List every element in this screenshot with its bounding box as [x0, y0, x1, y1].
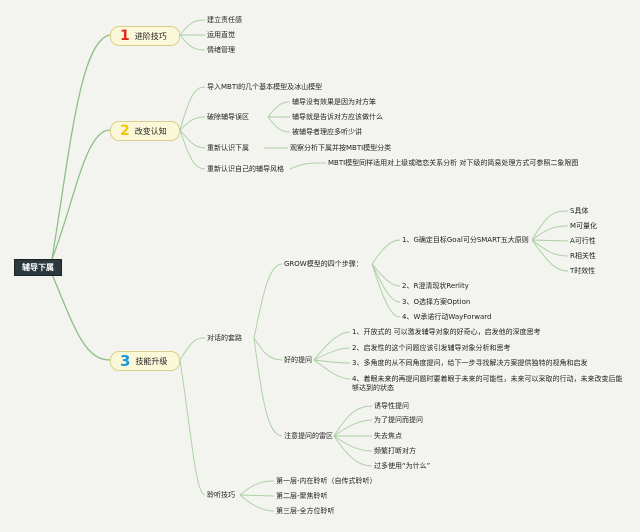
pitfall-2[interactable]: 为了提问而提问: [374, 416, 423, 424]
branch-number-3: 3: [120, 352, 131, 370]
topic-mbti-note[interactable]: MBTI模型同样适用对上级或暗恋关系分析 对下级的简易处理方式可参照二象限图: [328, 159, 579, 167]
smart-a[interactable]: A可行性: [570, 237, 596, 245]
branch-number-1: 1: [120, 28, 130, 44]
grow-step-w[interactable]: 4、W承诺行动WayForward: [402, 313, 492, 321]
smart-s[interactable]: S具体: [570, 207, 589, 215]
topic-grow-model[interactable]: GROW模型的四个步骤：: [284, 260, 363, 268]
connector-root-b1: [51, 34, 111, 260]
grow-step-g[interactable]: 1、G确定目标Goal可分SMART五大原则: [402, 236, 529, 244]
branch-label: 改变认知: [134, 126, 167, 136]
grow-step-r[interactable]: 2、R澄清现状Rerlity: [402, 282, 469, 290]
topic-know-own-style[interactable]: 重新认识自己的辅导风格: [207, 165, 284, 173]
topic-question-pitfalls[interactable]: 注意提问的雷区: [284, 432, 333, 440]
pitfall-3[interactable]: 失去焦点: [374, 432, 402, 440]
good-question-1[interactable]: 1、开放式的 可以激发辅导对象的好奇心，启发他的深度思考: [352, 328, 541, 336]
listen-level-3[interactable]: 第三层-全方位聆听: [276, 507, 335, 515]
branch-change-cognition[interactable]: 2 改变认知: [110, 121, 180, 141]
topic-dialogue-routine[interactable]: 对话的套路: [207, 334, 242, 342]
branch-skill-upgrade[interactable]: 3 技能升级: [110, 351, 180, 371]
good-question-2[interactable]: 2、启发性的这个问题应该引发辅导对象分析和思考: [352, 344, 511, 352]
topic-myth-2[interactable]: 辅导就是告诉对方应该做什么: [292, 113, 383, 121]
listen-level-2[interactable]: 第二层-聚焦聆听: [276, 492, 328, 500]
topic-good-questions[interactable]: 好的提问: [284, 356, 312, 364]
pitfall-5[interactable]: 过多使用“为什么”: [374, 462, 431, 470]
topic-break-myths[interactable]: 破除辅导误区: [207, 113, 249, 121]
branch-label: 技能升级: [135, 356, 168, 366]
listen-level-1[interactable]: 第一层-内在聆听（自传式聆听）: [276, 477, 377, 485]
connector-root-b2: [51, 129, 111, 260]
root-topic[interactable]: 辅导下属: [14, 259, 62, 276]
branch-number-2: 2: [120, 123, 130, 139]
smart-r[interactable]: R相关性: [570, 252, 596, 260]
branch-advanced-skills[interactable]: 1 进阶技巧: [110, 26, 180, 46]
topic-listening-skills[interactable]: 聆听技巧: [207, 491, 235, 499]
topic-know-subordinates[interactable]: 重新认识下属: [207, 144, 249, 152]
topic-intuition[interactable]: 运用直觉: [207, 31, 235, 39]
good-question-4[interactable]: 4、着眼未来的再提问题时要着眼于未来的可能性，未来可以采取的行动，未来改变后能够…: [352, 375, 623, 392]
pitfall-1[interactable]: 诱导性提问: [374, 402, 409, 410]
branch-label: 进阶技巧: [134, 31, 167, 41]
grow-step-o[interactable]: 3、O选择方案Option: [402, 298, 471, 306]
smart-t[interactable]: T时效性: [570, 267, 596, 275]
pitfall-4[interactable]: 频繁打断对方: [374, 447, 416, 455]
good-question-3[interactable]: 3、多角度的从不同角度提问，给下一步寻找解决方案提供独特的视角和启发: [352, 359, 588, 367]
topic-observe-mbti[interactable]: 观察分析下属并按MBTI模型分类: [290, 144, 392, 152]
topic-mbti-models[interactable]: 导入MBTI的几个基本模型及冰山模型: [207, 83, 323, 91]
topic-responsibility[interactable]: 建立责任感: [207, 16, 242, 24]
topic-myth-1[interactable]: 辅导没有效果是因为对方笨: [292, 98, 376, 106]
smart-m[interactable]: M可量化: [570, 222, 598, 230]
connector-root-b3: [51, 273, 111, 361]
topic-emotion[interactable]: 情绪管理: [207, 46, 235, 54]
topic-myth-3[interactable]: 被辅导者理应多听少讲: [292, 128, 362, 136]
